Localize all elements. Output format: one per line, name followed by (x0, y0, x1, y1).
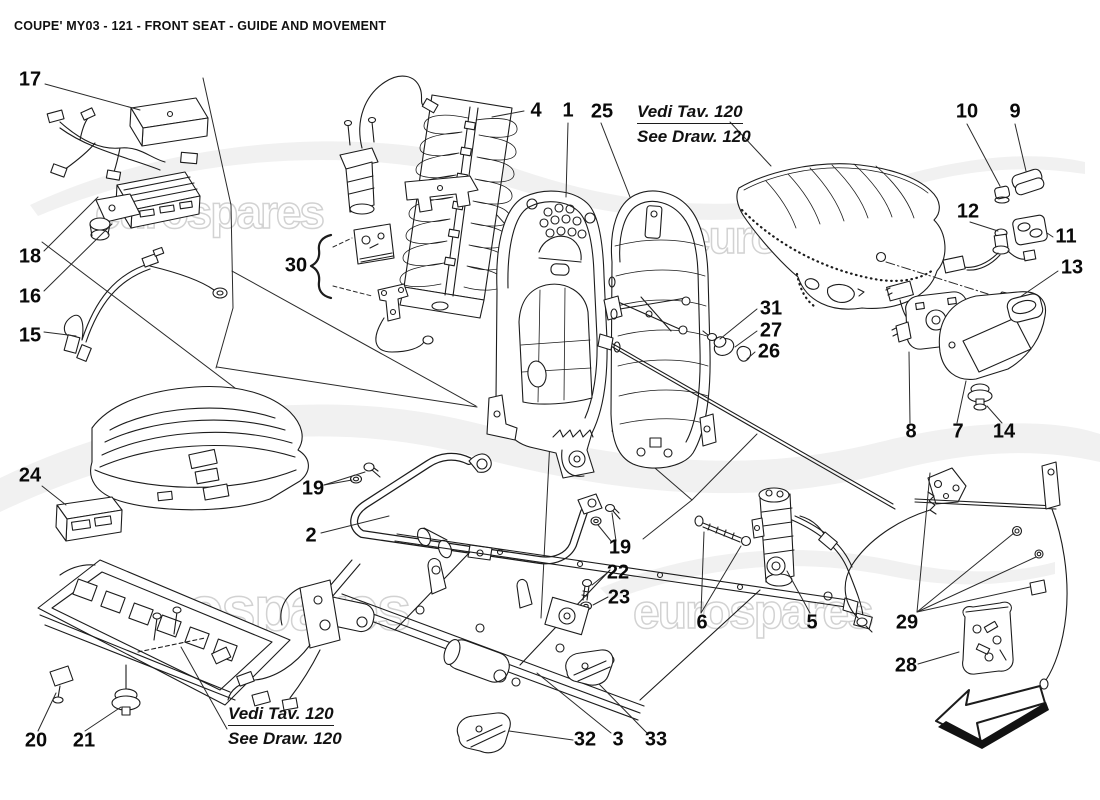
part-label-13: 13 (1060, 256, 1084, 279)
part-label-7: 7 (952, 420, 964, 443)
note-see-drawing-bottom: Vedi Tav. 120 See Draw. 120 (228, 703, 342, 749)
part-label-27: 27 (759, 319, 783, 342)
part-9-cap (1011, 168, 1045, 196)
part-label-19: 19 (301, 477, 325, 500)
part-7-trim-panel (938, 291, 1047, 380)
direction-arrow-icon (935, 685, 1049, 749)
part-20-clip (49, 665, 74, 704)
part-5-motor (751, 487, 873, 630)
part-label-22: 22 (606, 561, 630, 584)
part-25-seatback-shell (603, 190, 717, 469)
part-30-group (309, 223, 434, 353)
part-label-1: 1 (562, 99, 574, 122)
part-label-17: 17 (18, 68, 42, 91)
part-10-cap (994, 185, 1011, 204)
part-label-6: 6 (696, 611, 708, 634)
part-24-ecu-box (55, 496, 123, 542)
part-15-cable (63, 246, 228, 362)
headrest-holes (526, 198, 596, 239)
part-label-25: 25 (590, 100, 614, 123)
part-label-10: 10 (955, 100, 979, 123)
part-label-24: 24 (18, 464, 42, 487)
part-17-wiring-harness-ecu (46, 97, 209, 181)
part-22-bolt (581, 578, 593, 601)
note-top-italian: Vedi Tav. 120 (637, 101, 743, 124)
lumbar-motor (339, 75, 439, 215)
part-label-18: 18 (18, 245, 42, 268)
part-label-29: 29 (895, 611, 919, 634)
part-16-bracket-motor (89, 193, 141, 241)
part-label-33: 33 (644, 728, 668, 751)
part-label-15: 15 (18, 324, 42, 347)
part-label-21: 21 (72, 729, 96, 752)
part-1-seatback-frame (486, 190, 608, 479)
part-28-hardware-bag (962, 601, 1014, 675)
headrest-guide-bar (404, 175, 479, 213)
part-19-screws-left (349, 462, 381, 484)
part-label-3: 3 (612, 728, 624, 751)
note-see-drawing-top: Vedi Tav. 120 See Draw. 120 (637, 101, 751, 147)
diagram-title: COUPE' MY03 - 121 - FRONT SEAT - GUIDE A… (14, 19, 387, 33)
note-bottom-italian: Vedi Tav. 120 (228, 703, 334, 726)
part-11-switch-panel (1012, 214, 1048, 246)
part-label-31: 31 (759, 297, 783, 320)
part-label-23: 23 (607, 586, 631, 609)
parts-31-27-26-knobs (702, 330, 752, 362)
part-32-runner (456, 712, 511, 754)
part-label-28: 28 (894, 654, 918, 677)
part-label-12: 12 (956, 200, 980, 223)
part-14-knob (967, 383, 993, 411)
part-label-20: 20 (24, 729, 48, 752)
part-6-screw (694, 515, 752, 547)
part-label-26: 26 (757, 340, 781, 363)
part-label-16: 16 (18, 285, 42, 308)
part-29-cables (844, 461, 1068, 690)
seat-cushion-left (90, 385, 309, 511)
part-label-5: 5 (806, 611, 818, 634)
recliner-rod (597, 333, 896, 510)
part-label-11: 11 (1055, 225, 1077, 248)
part-3-rail-assembly (211, 533, 859, 721)
part-label-14: 14 (992, 420, 1016, 443)
part-label-2: 2 (305, 524, 317, 547)
part-33-runner (565, 649, 614, 686)
motor-row (72, 578, 238, 662)
part-label-8: 8 (905, 420, 917, 443)
part-19-screws-right (590, 503, 621, 526)
part-label-19: 19 (608, 536, 632, 559)
note-bottom-english: See Draw. 120 (228, 729, 342, 748)
part-label-30: 30 (284, 254, 308, 277)
part-label-4: 4 (530, 99, 542, 122)
leader-lines (37, 83, 1059, 741)
seat-cushion-right (736, 163, 989, 310)
part-label-9: 9 (1009, 100, 1021, 123)
part-21-grommet (111, 664, 141, 716)
note-top-english: See Draw. 120 (637, 127, 751, 146)
svg-text:eurospares: eurospares (633, 586, 872, 639)
part-label-32: 32 (573, 728, 597, 751)
rail-assembly-left (37, 559, 291, 706)
